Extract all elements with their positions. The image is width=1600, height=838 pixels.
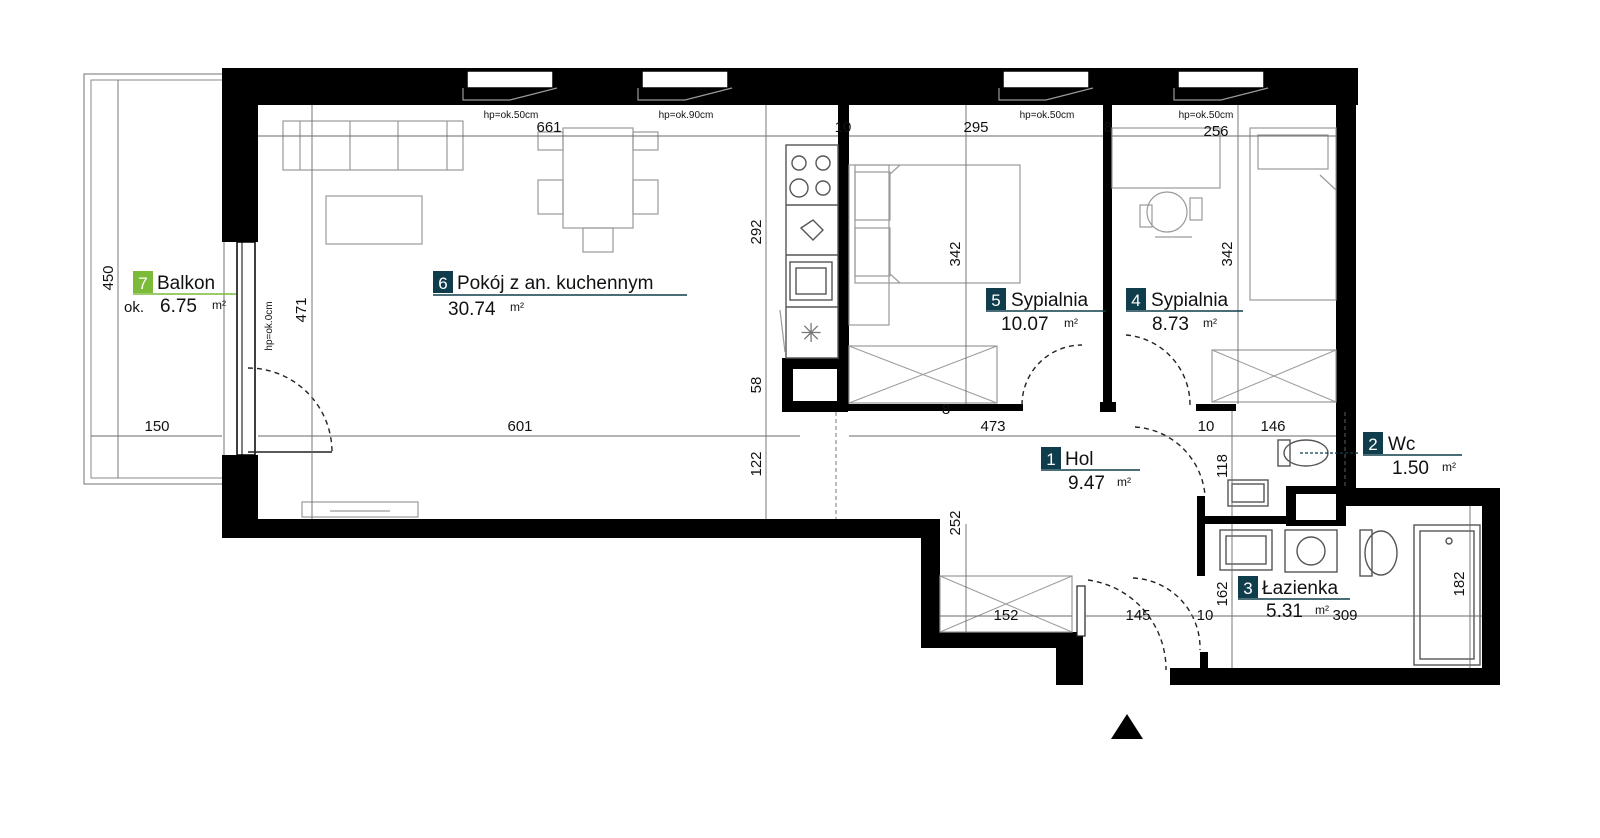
room-unit: m² [1203, 316, 1217, 330]
furniture: ✳ [282, 120, 1481, 666]
room-unit: m² [1442, 460, 1456, 474]
dim-10c: 10 [1197, 607, 1214, 624]
room-unit: m² [1315, 603, 1329, 617]
room-unit: m² [1117, 475, 1131, 489]
room-area: 5.31 [1266, 601, 1303, 622]
room-label-3: 3 Łazienka 5.31 m² [1238, 576, 1350, 622]
room-number: 6 [438, 274, 447, 293]
room-badge [986, 288, 1006, 310]
room-area: 6.75 [160, 296, 197, 317]
room-area: 9.47 [1068, 473, 1105, 494]
dim-450: 450 [100, 265, 117, 290]
dim-292: 292 [748, 219, 765, 244]
room-name: Hol [1065, 449, 1094, 470]
room-badge [1238, 576, 1258, 598]
room-badge [1126, 288, 1146, 310]
dim-309: 309 [1332, 607, 1357, 624]
dim-162: 162 [1214, 581, 1231, 606]
room-badge [1041, 447, 1061, 469]
dim-150: 150 [144, 418, 169, 435]
dim-471: 471 [293, 297, 310, 322]
room-area: 8.73 [1152, 314, 1189, 335]
window-notes: hp=ok.50cm hp=ok.90cm hp=ok.50cm hp=ok.5… [264, 110, 1233, 351]
room-label-5: 5 Sypialnia 10.07 m² [986, 288, 1106, 335]
dim-145: 145 [1125, 607, 1150, 624]
room-area: 1.50 [1392, 458, 1429, 479]
dimension-labels: 661 10 295 8 256 150 601 473 10 146 152 … [100, 119, 1468, 624]
room-number: 7 [138, 274, 147, 293]
room-name: Pokój z an. kuchennym [457, 273, 653, 294]
window-note-4: hp=ok.50cm [1179, 110, 1234, 121]
balcony-door-note: hp=ok.0cm [264, 301, 275, 350]
dim-601: 601 [507, 418, 532, 435]
window-note-1: hp=ok.50cm [484, 110, 539, 121]
room-unit: m² [510, 300, 524, 314]
room-badge [433, 271, 453, 293]
room-name: Łazienka [1262, 578, 1338, 599]
walls [222, 68, 1500, 685]
room-unit: m² [1064, 316, 1078, 330]
room-label-2: 2 Wc 1.50 m² [1363, 432, 1462, 479]
dim-152: 152 [993, 607, 1018, 624]
room-number: 4 [1131, 291, 1140, 310]
dim-182: 182 [1451, 571, 1468, 596]
window-note-3: hp=ok.50cm [1020, 110, 1075, 121]
room-name: Sypialnia [1011, 290, 1089, 311]
dim-58: 58 [748, 377, 765, 394]
room-badge [133, 271, 153, 293]
dim-146: 146 [1260, 418, 1285, 435]
room-unit: m² [212, 298, 226, 312]
dim-661: 661 [536, 119, 561, 136]
room-prefix: ok. [124, 299, 144, 316]
room-area: 10.07 [1001, 314, 1049, 335]
dim-342b: 342 [1219, 241, 1236, 266]
room-number: 5 [991, 291, 1000, 310]
dim-342a: 342 [947, 241, 964, 266]
room-area: 30.74 [448, 299, 496, 320]
room-number: 2 [1368, 435, 1377, 454]
room-number: 1 [1046, 450, 1055, 469]
dim-252: 252 [947, 510, 964, 535]
dim-256: 256 [1203, 123, 1228, 140]
room-label-6: 6 Pokój z an. kuchennym 30.74 m² [433, 271, 687, 320]
room-name: Sypialnia [1151, 290, 1229, 311]
dim-8b: 8 [942, 401, 950, 418]
room-name: Wc [1388, 434, 1415, 455]
dim-10: 10 [835, 119, 852, 136]
room-badge [1363, 432, 1383, 454]
north-arrow-icon [1111, 714, 1143, 739]
windows [462, 70, 1269, 101]
dim-8: 8 [1104, 119, 1112, 136]
balcony-door [236, 241, 333, 456]
window-note-2: hp=ok.90cm [659, 110, 714, 121]
room-number: 3 [1243, 579, 1252, 598]
room-label-7: 7 Balkon ok. 6.75 m² [124, 271, 236, 317]
dim-10b: 10 [1198, 418, 1215, 435]
dim-295: 295 [963, 119, 988, 136]
room-label-1: 1 Hol 9.47 m² [1041, 447, 1140, 494]
dimension-lines [91, 80, 1482, 668]
doors [1021, 334, 1206, 671]
dim-118: 118 [1214, 454, 1231, 478]
room-name: Balkon [157, 273, 215, 294]
balcony [83, 73, 225, 485]
svg-text:✳: ✳ [800, 319, 822, 349]
dim-473: 473 [980, 418, 1005, 435]
room-label-4: 4 Sypialnia 8.73 m² [1126, 288, 1243, 335]
dim-122: 122 [748, 451, 765, 476]
